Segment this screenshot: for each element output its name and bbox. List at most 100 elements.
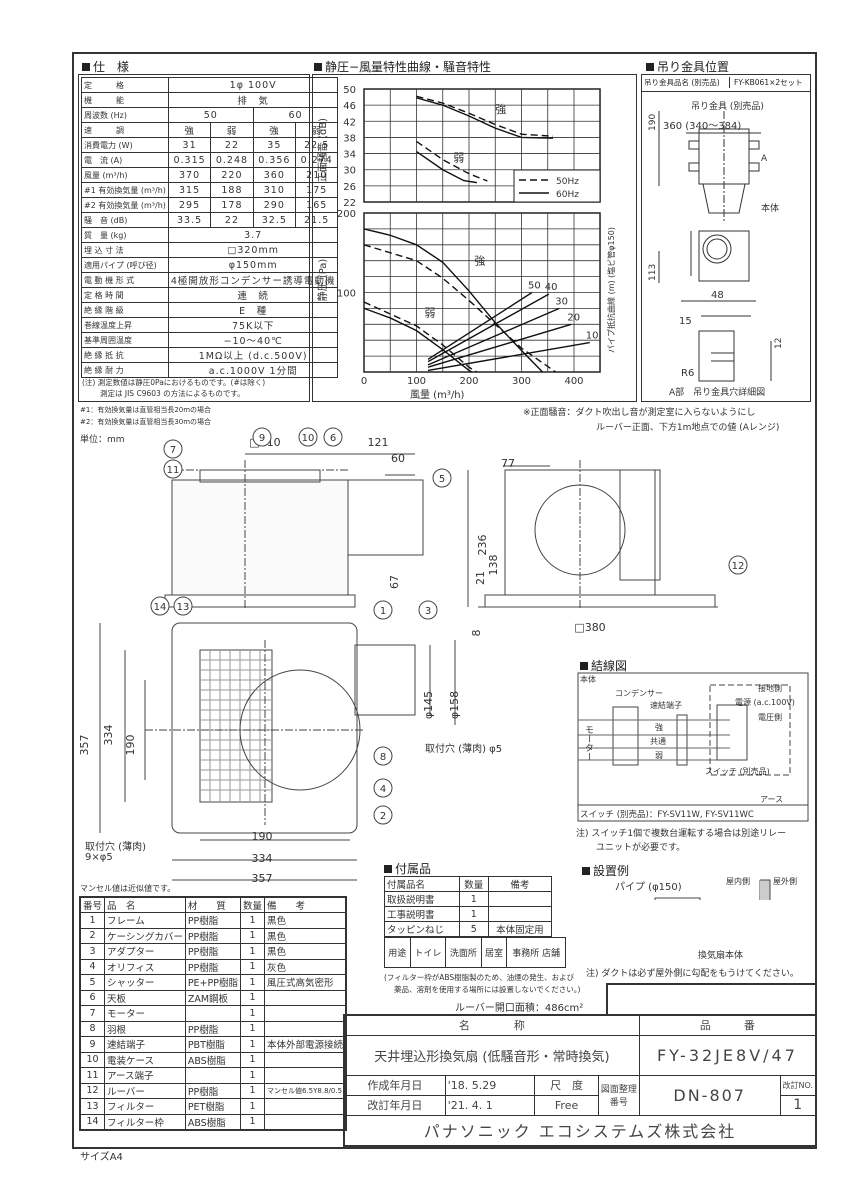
part-number: 3	[79, 943, 106, 960]
hanger-caption: A部 吊り金具穴詳細図	[669, 386, 765, 398]
part-material: ABS樹脂	[184, 1051, 241, 1068]
duct-curve-label: 50	[528, 281, 541, 292]
install-body: 換気扇本体	[698, 951, 744, 961]
part-name: ルーバー	[104, 1082, 186, 1099]
y-tick-label: 26	[343, 182, 356, 193]
part-name: シャッター	[104, 974, 186, 991]
dimension-label: 334	[252, 852, 273, 865]
wiring-motor: モーター	[583, 725, 593, 761]
part-remarks: 黒色	[264, 943, 347, 960]
drawing-number: DN-807	[638, 1074, 781, 1116]
accessory-cell: 工事説明書	[384, 906, 460, 922]
part-material: PP樹脂	[184, 912, 241, 929]
part-remarks: マンセル値6.5Y8.8/0.5	[264, 1082, 347, 1099]
accessory-cell: 1	[458, 891, 489, 907]
dimension-label: φ158	[448, 691, 461, 719]
part-material: PET樹脂	[184, 1098, 241, 1115]
callout-circle	[728, 555, 748, 575]
product-number: FY-32JE8V/47	[638, 1034, 817, 1076]
chart-frame	[312, 74, 637, 402]
part-remarks: 黒色	[264, 927, 347, 944]
wiring-condenser: コンデンサー	[615, 689, 663, 698]
dimension-label: 21	[474, 571, 487, 585]
spec-label: 絶 縁 耐 力	[81, 362, 169, 378]
callout-circle	[252, 427, 272, 447]
accessory-cell: 5	[458, 921, 489, 937]
part-remarks	[264, 1020, 347, 1037]
part-number: 番号	[79, 896, 106, 913]
unit-label: 単位：mm	[80, 435, 125, 445]
scale-label: 尺 度	[534, 1074, 599, 1096]
y-tick-label: 42	[343, 117, 356, 128]
callout-number: 3	[425, 606, 431, 617]
part-qty: 1	[239, 1067, 266, 1084]
wiring-earth: アース	[760, 795, 784, 804]
title-block: 名 称 品 番 天井埋込形換気扇 (低騒音形・常時換気) FY-32JE8V/4…	[343, 1014, 817, 1147]
dimension-label: 121	[368, 436, 389, 449]
part-qty: 1	[239, 1036, 266, 1053]
callout-circle	[150, 596, 170, 616]
pressure-curve	[363, 307, 472, 373]
accessory-cell: 1	[458, 906, 489, 922]
callout-number: 4	[380, 784, 386, 795]
wiring-title: 結線図	[580, 657, 627, 674]
part-number: 14	[79, 1113, 106, 1130]
legend-60hz: 60Hz	[556, 190, 579, 200]
usage-cell: 洗面所	[445, 937, 482, 968]
dimension-label: 8	[470, 630, 483, 637]
noise-strong-label: 強	[495, 103, 506, 116]
dimension-label: 357	[252, 872, 273, 885]
part-remarks	[264, 1113, 347, 1130]
usage-table: 用途トイレ洗面所居室事務所 店舗	[384, 937, 566, 968]
part-remarks	[264, 989, 347, 1006]
part-remarks	[264, 1005, 347, 1022]
callout-number: 9	[259, 433, 265, 444]
accessory-cell: タッピンねじ	[384, 921, 460, 937]
noise-curve	[416, 150, 477, 184]
hole-label-2b: 9×φ5	[85, 852, 113, 863]
dimension-label: 138	[487, 555, 500, 576]
chart-title: 静圧−風量特性曲線・騒音特性	[314, 58, 491, 75]
wiring-power: 電源 (a.c.100V)	[735, 698, 795, 707]
part-name: 天板	[104, 989, 186, 1006]
duct-curve-label: 10	[586, 331, 599, 342]
part-material: 材 質	[184, 896, 241, 913]
callout-number: 5	[439, 474, 445, 485]
part-qty: 1	[239, 1051, 266, 1068]
dimension-label: 334	[102, 725, 115, 746]
duct-resistance-curve	[427, 341, 590, 372]
noise-curve	[416, 97, 554, 139]
callout-number: 1	[380, 606, 386, 617]
company-name: パナソニック エコシステムズ株式会社	[343, 1114, 817, 1147]
part-remarks: 備 考	[264, 896, 347, 913]
part-name: ケーシングカバー	[104, 927, 186, 944]
noise-note-1: ※正面騒音：ダクト吹出し音が測定室に入らないようにし	[523, 408, 756, 418]
y-tick-label: 22	[343, 198, 356, 209]
callout-circle	[323, 427, 343, 447]
part-material	[184, 1005, 241, 1022]
wiring-ground-side: 接地側	[758, 684, 782, 693]
x-tick-label: 100	[407, 376, 426, 387]
spec-note-2: 測定は JIS C9603 の方法によるものです。	[100, 389, 245, 398]
dimension-label: 357	[78, 735, 91, 756]
part-qty: 1	[239, 958, 266, 975]
hanger-part-value: FY-KB061×2セット	[729, 77, 803, 88]
wiring-note-2: ユニットが必要です。	[596, 843, 686, 853]
accessory-cell: 付属品名	[384, 876, 460, 892]
part-name: モーター	[104, 1005, 186, 1022]
wiring-note-1: 注) スイッチ1個で複数台運転する場合は別途リレー	[576, 829, 787, 839]
part-qty: 数量	[239, 896, 266, 913]
accessories-caution-2: 薬品、溶剤を使用する場所には設置しないでください。)	[394, 985, 581, 994]
footnote-2: #2：有効換気量は直管相当長30mの場合	[80, 418, 212, 426]
hanger-dim-190: 190	[648, 114, 658, 131]
